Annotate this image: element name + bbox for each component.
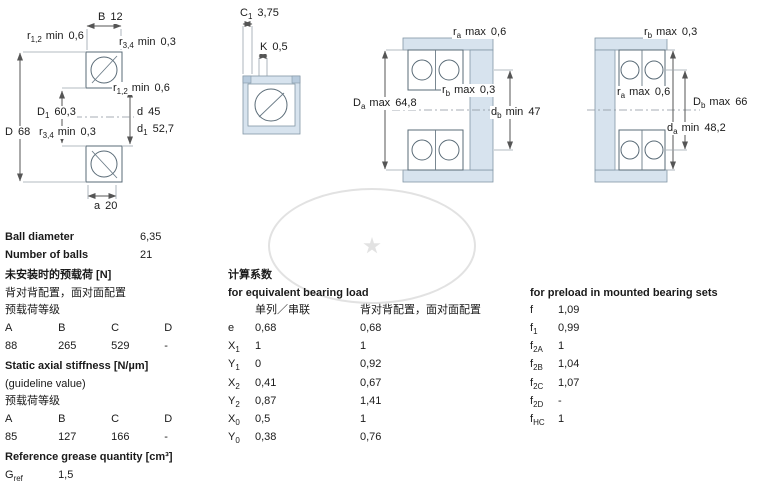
preload-class-headers: A B C D: [5, 322, 214, 334]
stiffness-header-c: C: [111, 413, 120, 425]
ball-diameter-label: Ball diameter: [5, 231, 75, 243]
reference-grease-title: Reference grease quantity [cm³]: [5, 451, 173, 463]
stiffness-header-d: D: [164, 413, 173, 425]
preload-value-b: 265: [58, 340, 77, 352]
preload-arrangement-note: 背对背配置，面对面配置: [5, 287, 126, 299]
ball: [438, 139, 460, 161]
preload-header-d: D: [164, 322, 173, 334]
single-tandem-header: 单列／串联: [255, 304, 310, 316]
preload-value-a: 88: [5, 340, 18, 352]
number-of-balls-label: Number of balls: [5, 249, 89, 261]
back-to-back-header: 背对背配置，面对面配置: [360, 304, 481, 316]
bearing-recess-dims-diagram: [242, 21, 301, 135]
ball: [411, 59, 433, 81]
number-of-balls-value: 21: [140, 249, 153, 261]
ball: [644, 60, 664, 80]
grease-symbol: Gref: [5, 469, 23, 484]
stiffness-value-c: 166: [111, 431, 130, 443]
ball: [411, 139, 433, 161]
preload-values: 88 265 529 -: [5, 340, 214, 352]
preload-header-c: C: [111, 322, 120, 334]
stiffness-guideline-note: (guideline value): [5, 378, 86, 390]
grease-quantity-row: Gref 1,5: [5, 469, 74, 484]
ball: [438, 59, 460, 81]
calculation-factors-title: 计算系数: [228, 269, 272, 281]
ball: [620, 140, 640, 160]
abutment-dims-diagram-1: [382, 37, 520, 183]
stiffness-class-label: 预载荷等级: [5, 395, 60, 407]
stiffness-header-b: B: [58, 413, 66, 425]
static-axial-stiffness-title: Static axial stiffness [N/µm]: [5, 360, 149, 372]
stiffness-header-a: A: [5, 413, 13, 425]
abutment-dims-diagram-2: [587, 37, 700, 183]
equivalent-load-title: for equivalent bearing load: [228, 287, 369, 299]
stiffness-class-headers: A B C D: [5, 413, 214, 425]
preload-value-c: 529: [111, 340, 130, 352]
preload-header-b: B: [58, 322, 66, 334]
ball: [620, 60, 640, 80]
preload-factor-row-f2d: f2D-: [530, 395, 562, 410]
preload-header-a: A: [5, 322, 13, 334]
ball: [644, 140, 664, 160]
preload-factors-title: for preload in mounted bearing sets: [530, 287, 718, 299]
stiffness-value-d: -: [164, 431, 168, 443]
ball-diameter-value: 6,35: [140, 231, 162, 243]
preload-value-d: -: [164, 340, 168, 352]
preload-class-label: 预载荷等级: [5, 304, 60, 316]
stiffness-value-a: 85: [5, 431, 18, 443]
unmounted-preload-title: 未安装时的预载荷 [N]: [5, 269, 112, 281]
grease-value: 1,5: [58, 469, 74, 481]
stiffness-values: 85 127 166 -: [5, 431, 214, 443]
stiffness-value-b: 127: [58, 431, 77, 443]
